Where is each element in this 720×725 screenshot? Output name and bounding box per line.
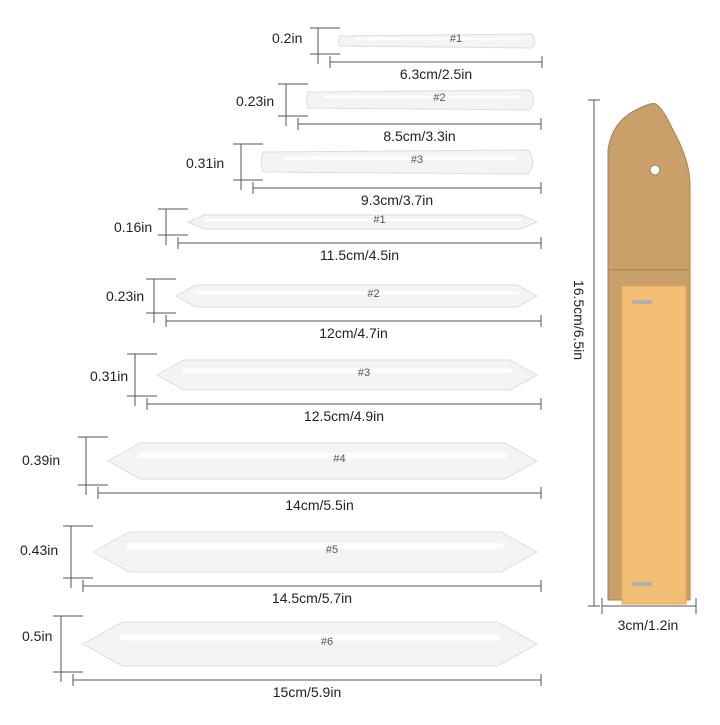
stump-number-2: #2 <box>433 92 446 104</box>
stump-number-8: #5 <box>325 544 339 556</box>
width-label-9: 0.5in <box>22 628 53 644</box>
sharpener-hole <box>649 164 661 176</box>
length-label-1: 6.3cm/2.5in <box>399 66 473 82</box>
length-label-8: 14.5cm/5.7in <box>271 590 353 606</box>
stump-6-body <box>155 359 539 391</box>
stump-9-body <box>81 621 539 667</box>
width-label-8: 0.43in <box>20 542 59 558</box>
sandpaper-pad <box>621 285 687 605</box>
stump-number-6: #3 <box>357 367 371 379</box>
length-label-3: 9.3cm/3.7in <box>360 192 434 208</box>
length-label-7: 14cm/5.5in <box>285 497 354 513</box>
width-label-6: 0.31in <box>90 368 129 384</box>
stump-7-body <box>106 442 539 480</box>
length-label-6: 12.5cm/4.9in <box>303 408 385 424</box>
sharpener-handle <box>607 103 691 301</box>
sharpener-width-label: 3cm/1.2in <box>617 617 679 633</box>
stump-number-1: #1 <box>449 33 463 45</box>
width-label-4: 0.16in <box>114 219 153 235</box>
width-label-3: 0.31in <box>186 155 225 171</box>
width-label-1: 0.2in <box>272 30 303 46</box>
stump-5-body <box>174 284 539 308</box>
width-label-7: 0.39in <box>22 452 61 468</box>
staple-top <box>632 300 652 304</box>
staple-bottom <box>632 582 652 586</box>
length-label-2: 8.5cm/3.3in <box>383 128 456 144</box>
stump-2-body <box>306 89 534 111</box>
stump-number-7: #4 <box>333 453 346 465</box>
sharpener-height-label: 16.5cm/6.5in <box>571 279 587 361</box>
stump-number-3: #3 <box>410 154 424 166</box>
length-label-5: 12cm/4.7in <box>319 325 388 341</box>
stump-1-body <box>338 33 536 49</box>
width-label-2: 0.23in <box>236 93 275 109</box>
length-label-9: 15cm/5.9in <box>272 684 342 700</box>
stump-4-body <box>186 214 539 230</box>
stump-8-body <box>91 531 539 573</box>
stump-number-5: #2 <box>367 288 380 300</box>
width-label-5: 0.23in <box>106 288 145 304</box>
stump-number-4: #1 <box>373 214 386 226</box>
stump-3-body <box>261 149 534 175</box>
stump-number-9: #6 <box>320 636 334 648</box>
length-label-4: 11.5cm/4.5in <box>319 247 400 263</box>
